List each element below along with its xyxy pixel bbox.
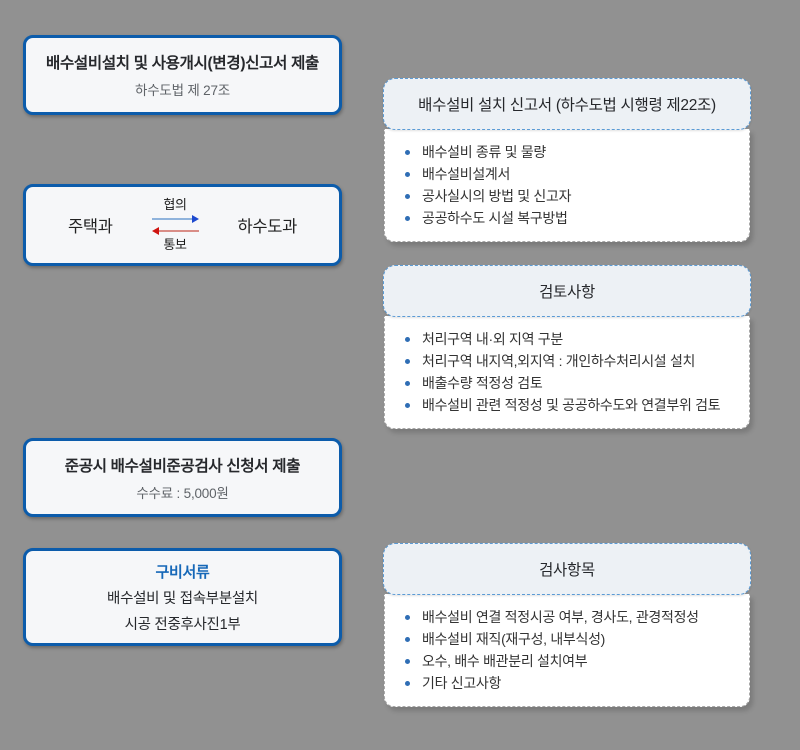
list-item-text: 배수설비 연결 적정시공 여부, 경사도, 관경적정성 [422, 609, 699, 625]
list-item: 배수설비 재직(재구성, 내부식성) [401, 628, 735, 650]
bullet-dot-icon [405, 381, 410, 386]
panel-inspection-items: 검사항목 배수설비 연결 적정시공 여부, 경사도, 관경적정성 배수설비 재직… [383, 543, 751, 707]
bullet-dot-icon [405, 337, 410, 342]
flow-box-title: 배수설비설치 및 사용개시(변경)신고서 제출 [45, 55, 320, 72]
dept-left-label: 주택과 [68, 218, 113, 236]
list-item: 처리구역 내지역,외지역 : 개인하수처리시설 설치 [401, 350, 735, 372]
flow-box-completion-inspection: 준공시 배수설비준공검사 신청서 제출 수수료 : 5,000원 [23, 438, 342, 517]
list-item-text: 오수, 배수 배관분리 설치여부 [422, 653, 588, 669]
list-item: 배수설비 연결 적정시공 여부, 경사도, 관경적정성 [401, 606, 735, 628]
list-item-text: 배수설비 재직(재구성, 내부식성) [422, 631, 606, 647]
list-item: 공사실시의 방법 및 신고자 [401, 185, 735, 207]
forward-arrow-label: 협의 [163, 197, 187, 212]
bullet-dot-icon [405, 359, 410, 364]
panel-header: 검토사항 [383, 265, 751, 317]
panel-header-title: 검사항목 [539, 562, 595, 579]
list-item-text: 기타 신고사항 [422, 675, 502, 691]
list-item: 기타 신고사항 [401, 672, 735, 694]
list-item-text: 배수설비 관련 적정성 및 공공하수도와 연결부위 검토 [422, 397, 721, 413]
panel-installation-report: 배수설비 설치 신고서 (하수도법 시행령 제22조) 배수설비 종류 및 물량… [383, 78, 751, 242]
panel-review-items: 검토사항 처리구역 내·외 지역 구분 처리구역 내지역,외지역 : 개인하수처… [383, 265, 751, 429]
panel-header-title: 검토사항 [539, 284, 595, 301]
bullet-dot-icon [405, 194, 410, 199]
panel-header: 배수설비 설치 신고서 (하수도법 시행령 제22조) [383, 78, 751, 130]
bullet-dot-icon [405, 172, 410, 177]
required-documents-line: 배수설비 및 접속부분설치 [107, 590, 258, 607]
bullet-list: 처리구역 내·외 지역 구분 처리구역 내지역,외지역 : 개인하수처리시설 설… [401, 328, 735, 416]
bullet-dot-icon [405, 637, 410, 642]
dept-right-label: 하수도과 [237, 218, 297, 236]
list-item-text: 처리구역 내·외 지역 구분 [422, 331, 563, 347]
list-item: 배수설비설계서 [401, 163, 735, 185]
list-item: 오수, 배수 배관분리 설치여부 [401, 650, 735, 672]
flow-box-report-submission: 배수설비설치 및 사용개시(변경)신고서 제출 하수도법 제 27조 [23, 35, 342, 115]
list-item-text: 공사실시의 방법 및 신고자 [422, 188, 572, 204]
arrow-left-icon [151, 227, 199, 235]
list-item: 배수설비 종류 및 물량 [401, 141, 735, 163]
list-item: 배출수량 적정성 검토 [401, 372, 735, 394]
list-item: 공공하수도 시설 복구방법 [401, 207, 735, 229]
panel-body: 배수설비 종류 및 물량 배수설비설계서 공사실시의 방법 및 신고자 공공하수… [384, 129, 750, 242]
flow-box-department-consult: 주택과 협의 통보 하수도과 [23, 184, 342, 266]
panel-body: 배수설비 연결 적정시공 여부, 경사도, 관경적정성 배수설비 재직(재구성,… [384, 594, 750, 707]
bullet-dot-icon [405, 659, 410, 664]
list-item-text: 처리구역 내지역,외지역 : 개인하수처리시설 설치 [422, 353, 696, 369]
arrow-right-icon [151, 215, 199, 223]
required-documents-title: 구비서류 [155, 563, 210, 581]
bullet-list: 배수설비 종류 및 물량 배수설비설계서 공사실시의 방법 및 신고자 공공하수… [401, 141, 735, 229]
panel-body: 처리구역 내·외 지역 구분 처리구역 내지역,외지역 : 개인하수처리시설 설… [384, 316, 750, 429]
department-exchange: 주택과 협의 통보 하수도과 [26, 197, 339, 253]
list-item-text: 배출수량 적정성 검토 [422, 375, 543, 391]
flow-box-required-documents: 구비서류 배수설비 및 접속부분설치 시공 전중후사진1부 [23, 548, 342, 646]
bullet-list: 배수설비 연결 적정시공 여부, 경사도, 관경적정성 배수설비 재직(재구성,… [401, 606, 735, 694]
flow-box-subtitle: 수수료 : 5,000원 [136, 485, 229, 501]
list-item: 배수설비 관련 적정성 및 공공하수도와 연결부위 검토 [401, 394, 735, 416]
back-arrow-label: 통보 [163, 237, 187, 252]
flow-box-subtitle: 하수도법 제 27조 [134, 83, 231, 98]
list-item-text: 배수설비설계서 [422, 166, 511, 182]
bullet-dot-icon [405, 615, 410, 620]
list-item-text: 공공하수도 시설 복구방법 [422, 210, 568, 226]
panel-header: 검사항목 [383, 543, 751, 595]
list-item-text: 배수설비 종류 및 물량 [422, 144, 546, 160]
bullet-dot-icon [405, 681, 410, 686]
panel-header-title: 배수설비 설치 신고서 (하수도법 시행령 제22조) [418, 97, 716, 114]
required-documents-line: 시공 전중후사진1부 [124, 616, 241, 633]
consult-arrows: 협의 통보 [151, 197, 199, 253]
bullet-dot-icon [405, 150, 410, 155]
flow-box-title: 준공시 배수설비준공검사 신청서 제출 [64, 457, 301, 475]
bullet-dot-icon [405, 403, 410, 408]
list-item: 처리구역 내·외 지역 구분 [401, 328, 735, 350]
bullet-dot-icon [405, 216, 410, 221]
